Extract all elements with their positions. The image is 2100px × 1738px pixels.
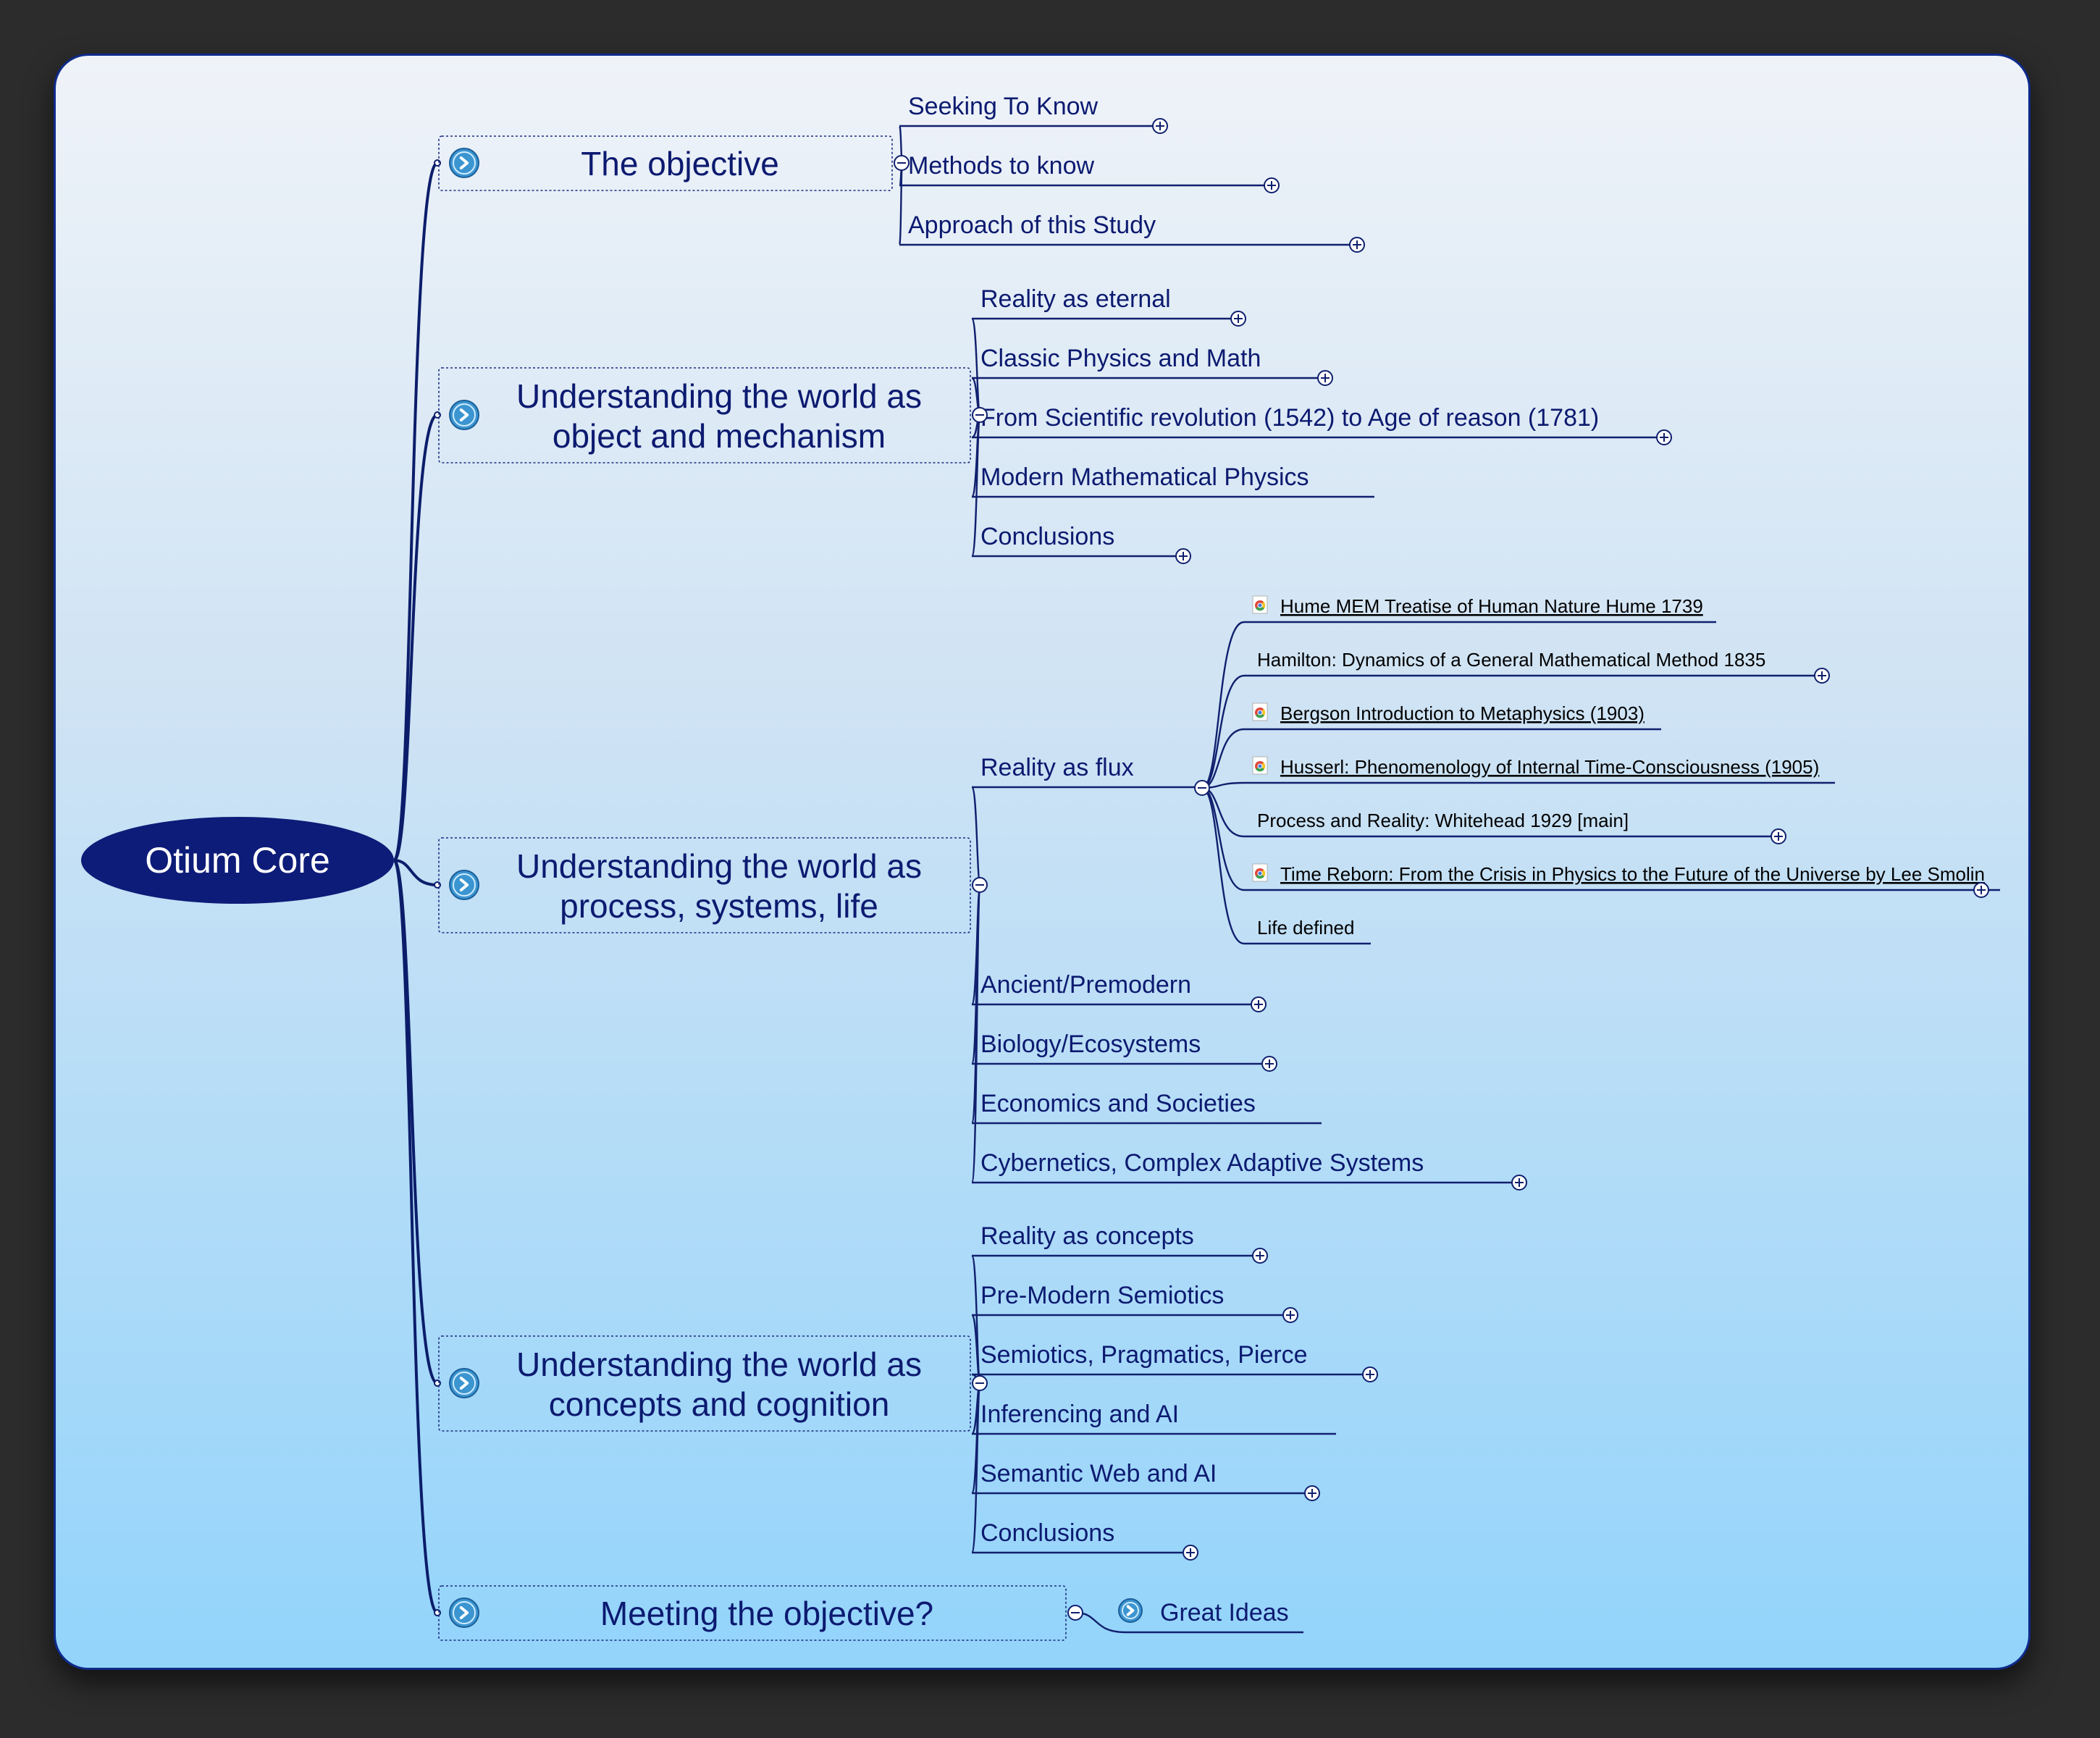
leaf-link-label[interactable]: Husserl: Phenomenology of Internal Time-… [1280,756,1819,778]
branch-expand-icon[interactable] [449,148,479,178]
subtopic-label[interactable]: Great Ideas [1160,1599,1289,1626]
root-node-label: Otium Core [145,840,330,881]
branch-expand-icon[interactable] [449,1368,479,1398]
subtopic-label[interactable]: Biology/Ecosystems [980,1030,1201,1058]
branch-title: process, systems, life [560,887,878,925]
leaf-link-label[interactable]: Hamilton: Dynamics of a General Mathemat… [1257,649,1765,671]
expand-toggle[interactable] [1261,1056,1277,1072]
expand-toggle[interactable] [1183,1545,1198,1561]
expand-toggle[interactable] [1252,1248,1268,1264]
leaf-link-label[interactable]: Process and Reality: Whitehead 1929 [mai… [1257,810,1629,831]
subtopic-label[interactable]: Methods to know [908,152,1094,180]
collapse-toggle[interactable] [1194,780,1210,796]
branch-expand-icon[interactable] [449,1598,479,1628]
expand-toggle[interactable] [1175,548,1191,564]
branch-title: The objective [581,145,779,182]
subtopic-label[interactable]: Modern Mathematical Physics [980,463,1309,491]
subtopic-label[interactable]: Economics and Societies [980,1090,1256,1117]
branch-title: Meeting the objective? [600,1595,933,1632]
branch-node-5[interactable] [438,1585,1067,1641]
chrome-icon [1252,595,1268,614]
subtopic-label[interactable]: Semantic Web and AI [980,1460,1217,1487]
subtopic-label[interactable]: Pre-Modern Semiotics [980,1282,1224,1309]
branch-title: concepts and cognition [549,1385,890,1423]
subtopic-label[interactable]: From Scientific revolution (1542) to Age… [980,404,1599,432]
subtopic-label[interactable]: Semiotics, Pragmatics, Pierce [980,1341,1308,1369]
great-ideas-nav-icon[interactable] [1118,1598,1143,1623]
leaf-link-label[interactable]: Hume MEM Treatise of Human Nature Hume 1… [1280,595,1703,617]
expand-toggle[interactable] [1304,1485,1320,1501]
expand-toggle[interactable] [1251,996,1267,1012]
branch-title: object and mechanism [553,417,886,455]
root-node[interactable] [81,817,394,904]
expand-toggle[interactable] [1362,1367,1378,1382]
branch-node-3[interactable] [438,837,971,933]
leaf-link-label[interactable]: Time Reborn: From the Crisis in Physics … [1280,863,1985,885]
chrome-icon [1252,863,1268,882]
branch-node-1[interactable] [438,135,893,191]
expand-toggle[interactable] [1511,1175,1527,1191]
subtopic-label[interactable]: Reality as eternal [980,285,1171,313]
subtopic-label[interactable]: Reality as concepts [980,1222,1194,1250]
collapse-toggle[interactable] [972,1375,988,1391]
subtopic-label[interactable]: Seeking To Know [908,93,1099,120]
leaf-link-label[interactable]: Life defined [1257,917,1354,939]
expand-toggle[interactable] [1282,1307,1298,1323]
expand-toggle[interactable] [1349,237,1365,253]
subtopic-label[interactable]: Conclusions [980,1519,1114,1547]
expand-toggle[interactable] [1656,429,1672,445]
collapse-toggle[interactable] [972,877,988,893]
branch-title: Understanding the world as [516,377,922,415]
branch-expand-icon[interactable] [449,400,479,430]
chrome-icon [1252,702,1268,721]
branch-title: Understanding the world as [516,847,922,885]
collapse-toggle[interactable] [972,407,988,423]
chrome-icon [1252,756,1268,775]
branch-node-4[interactable] [438,1335,971,1432]
expand-toggle[interactable] [1973,882,1989,898]
subtopic-label[interactable]: Cybernetics, Complex Adaptive Systems [980,1149,1424,1177]
subtopic-label[interactable]: Conclusions [980,523,1114,550]
subtopic-label[interactable]: Classic Physics and Math [980,345,1261,372]
expand-toggle[interactable] [1317,370,1333,386]
expand-toggle[interactable] [1771,828,1786,844]
expand-toggle[interactable] [1152,118,1168,134]
branch-node-2[interactable] [438,367,971,463]
expand-toggle[interactable] [1230,311,1246,327]
collapse-toggle[interactable] [894,155,910,171]
expand-toggle[interactable] [1264,177,1280,193]
leaf-link-label[interactable]: Bergson Introduction to Metaphysics (190… [1280,702,1645,724]
collapse-toggle[interactable] [1067,1605,1083,1621]
expand-toggle[interactable] [1814,668,1830,684]
subtopic-label[interactable]: Approach of this Study [908,211,1156,239]
subtopic-label[interactable]: Reality as flux [980,754,1134,781]
branch-expand-icon[interactable] [449,870,479,900]
subtopic-label[interactable]: Ancient/Premodern [980,971,1191,999]
subtopic-label[interactable]: Inferencing and AI [980,1401,1179,1428]
branch-title: Understanding the world as [516,1346,922,1383]
